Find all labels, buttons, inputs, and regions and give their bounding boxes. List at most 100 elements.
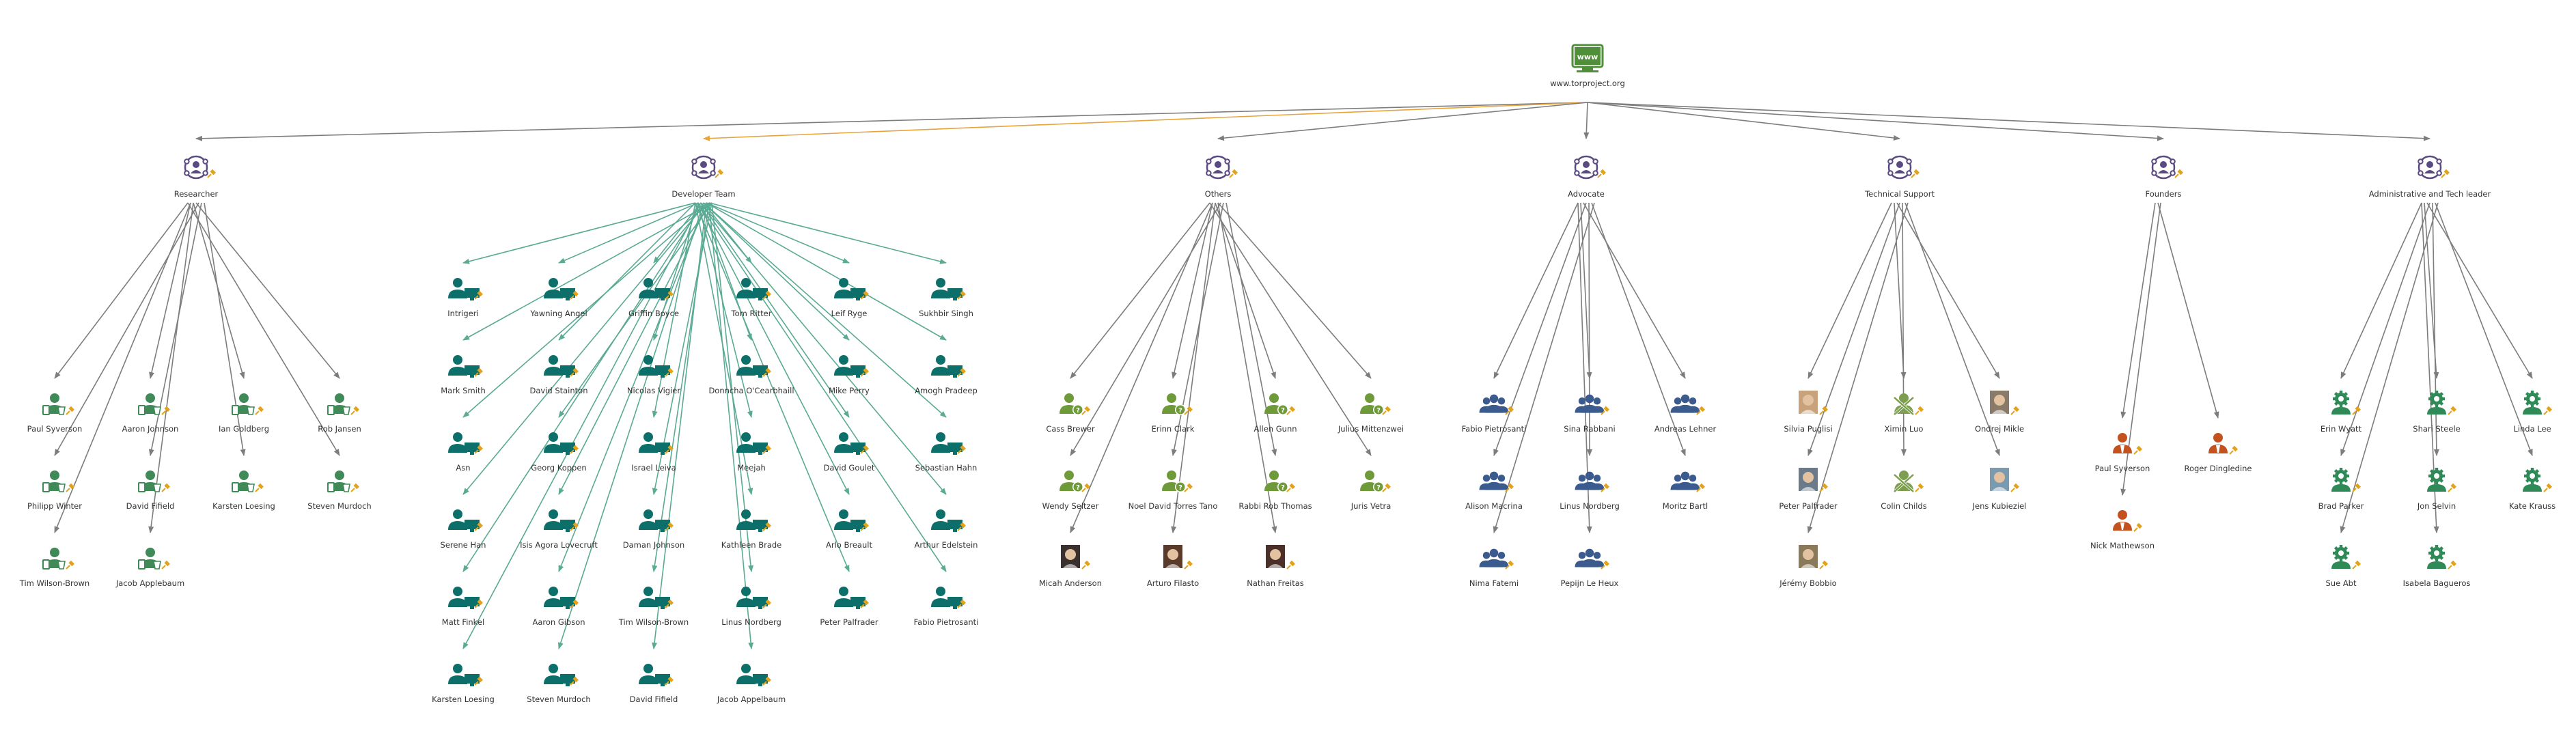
member-node[interactable]: Linus Nordberg xyxy=(1560,471,1620,511)
member-node[interactable]: Sue Abt xyxy=(2326,545,2361,588)
pin-icon xyxy=(474,367,483,377)
member-node[interactable]: Mark Smith xyxy=(441,355,486,395)
member-node[interactable]: Matt Finkel xyxy=(442,587,484,627)
member-node[interactable]: Silvia Puglisi xyxy=(1784,391,1833,434)
group-node-others[interactable]: Others?Cass Brewer?Erinn Clark?Allen Gun… xyxy=(1039,155,1404,588)
pin-icon xyxy=(2352,560,2361,570)
member-node[interactable]: David Fifield xyxy=(126,471,175,511)
member-node[interactable]: Serene Han xyxy=(441,509,486,550)
member-node[interactable]: Karsten Loesing xyxy=(432,664,495,704)
member-node[interactable]: Fabio Pietrosanti xyxy=(1462,394,1527,434)
member-node[interactable]: Alison Macrina xyxy=(1465,471,1523,511)
member-node[interactable]: Griffin Boyce xyxy=(628,278,679,318)
member-node[interactable]: Donncha O'Cearbhaill xyxy=(708,355,794,395)
member-node[interactable]: Steven Murdoch xyxy=(307,471,372,511)
member-node[interactable]: Rob Jansen xyxy=(318,393,361,434)
member-node[interactable]: David Fifield xyxy=(630,664,678,704)
member-node[interactable]: Nick Mathewson xyxy=(2090,510,2155,550)
member-node[interactable]: Ian Goldberg xyxy=(219,393,269,434)
member-node[interactable]: Leif Ryge xyxy=(831,278,869,318)
member-node[interactable]: Colin Childs xyxy=(1881,471,1927,511)
member-node[interactable]: Shari Steele xyxy=(2413,391,2461,434)
member-node[interactable]: Aaron Johnson xyxy=(122,393,179,434)
member-node[interactable]: ?Rabbi Rob Thomas xyxy=(1238,471,1312,511)
member-node[interactable]: Peter Palfrader xyxy=(820,587,878,627)
member-node[interactable]: Mike Perry xyxy=(829,355,870,395)
member-node[interactable]: ?Wendy Seltzer xyxy=(1042,471,1099,511)
member-node[interactable]: Pepijn Le Heux xyxy=(1561,548,1619,588)
member-node[interactable]: Meejah xyxy=(736,432,771,473)
member-node[interactable]: Tom Ritter xyxy=(731,278,772,318)
member-label: Fabio Pietrosanti xyxy=(914,617,979,627)
member-node[interactable]: Paul Syverson xyxy=(27,393,83,434)
member-node[interactable]: Asn xyxy=(448,432,483,473)
member-node[interactable]: David Stainton xyxy=(529,355,588,395)
member-label: Andreas Lehner xyxy=(1654,424,1717,434)
member-node[interactable]: Nathan Freitas xyxy=(1247,545,1304,588)
member-node[interactable]: Sukhbir Singh xyxy=(919,278,973,318)
root-node[interactable]: www www.torproject.org xyxy=(1550,44,1625,88)
member-node[interactable]: ?Noel David Torres Tano xyxy=(1128,471,1218,511)
member-node[interactable]: Nima Fatemi xyxy=(1469,548,1519,588)
member-node[interactable]: Jacob Appelbaum xyxy=(717,664,786,704)
member-node[interactable]: Ondrej Mikle xyxy=(1975,391,2024,434)
member-node[interactable]: Roger Dingledine xyxy=(2184,433,2252,473)
member-node[interactable]: Yawning Angel xyxy=(529,278,587,318)
member-node[interactable]: Daman Johnson xyxy=(623,509,684,550)
member-node[interactable]: Karsten Loesing xyxy=(212,471,275,511)
member-node[interactable]: Peter Palfrader xyxy=(1779,468,1838,511)
member-node[interactable]: Jon Selvin xyxy=(2417,468,2456,511)
member-node[interactable]: Moritz Bartl xyxy=(1663,471,1708,511)
member-node[interactable]: Jacob Applebaum xyxy=(115,548,184,588)
member-node[interactable]: Nicolas Vigier xyxy=(627,355,680,395)
member-node[interactable]: Tim Wilson-Brown xyxy=(618,587,689,627)
edge-developer-member xyxy=(462,202,707,495)
member-node[interactable]: Intrigeri xyxy=(447,278,483,318)
member-node[interactable]: Philipp Winter xyxy=(27,471,82,511)
member-node[interactable]: Ximin Luo xyxy=(1885,393,1924,434)
edge-admin-member xyxy=(2426,202,2533,379)
member-node[interactable]: ?Erinn Clark xyxy=(1151,393,1195,434)
member-node[interactable]: Micah Anderson xyxy=(1039,545,1102,588)
member-node[interactable]: ?Allen Gunn xyxy=(1254,393,1297,434)
member-node[interactable]: Aaron Gibson xyxy=(532,587,585,627)
pin-icon xyxy=(570,676,579,686)
member-node[interactable]: Andreas Lehner xyxy=(1654,394,1717,434)
member-node[interactable]: Steven Murdoch xyxy=(527,664,591,704)
member-node[interactable]: David Goulet xyxy=(824,432,875,473)
member-node[interactable]: Amogh Pradeep xyxy=(915,355,978,395)
member-node[interactable]: Tim Wilson-Brown xyxy=(19,548,89,588)
pin-icon xyxy=(207,169,216,178)
edge-advocate-member xyxy=(1583,202,1686,379)
edge-researcher-member xyxy=(149,202,191,379)
member-node[interactable]: Kate Krauss xyxy=(2509,468,2556,511)
member-node[interactable]: Erin Wyatt xyxy=(2321,391,2362,434)
member-node[interactable]: Linus Nordberg xyxy=(721,587,781,627)
member-node[interactable]: Kathleen Brade xyxy=(721,509,782,550)
member-node[interactable]: Sina Rabbani xyxy=(1564,394,1616,434)
member-node[interactable]: Jens Kubieziel xyxy=(1972,468,2027,511)
member-node[interactable]: Linda Lee xyxy=(2513,391,2552,434)
member-node[interactable]: Paul Syverson xyxy=(2095,433,2150,473)
member-node[interactable]: Jérémy Bobbio xyxy=(1779,545,1837,588)
member-node[interactable]: Isabela Bagueros xyxy=(2403,545,2471,588)
member-node[interactable]: Israel Leiva xyxy=(631,432,676,473)
member-node[interactable]: Sebastian Hahn xyxy=(915,432,978,473)
member-node[interactable]: Arlo Breault xyxy=(826,509,872,550)
member-node[interactable]: Brad Parker xyxy=(2318,468,2364,511)
member-node[interactable]: Georg Koppen xyxy=(531,432,587,473)
member-node[interactable]: ?Juris Vetra xyxy=(1351,471,1391,511)
member-node[interactable]: Arthur Edelstein xyxy=(915,509,978,550)
edge-support-member xyxy=(1896,202,2000,379)
member-node[interactable]: Isis Agora Lovecruft xyxy=(520,509,598,550)
member-node[interactable]: Fabio Pietrosanti xyxy=(914,587,979,627)
member-node[interactable]: ?Cass Brewer xyxy=(1046,393,1095,434)
member-node[interactable]: ?Julius Mittenzwei xyxy=(1338,393,1404,434)
member-node[interactable]: Arturo Filasto xyxy=(1147,545,1199,588)
